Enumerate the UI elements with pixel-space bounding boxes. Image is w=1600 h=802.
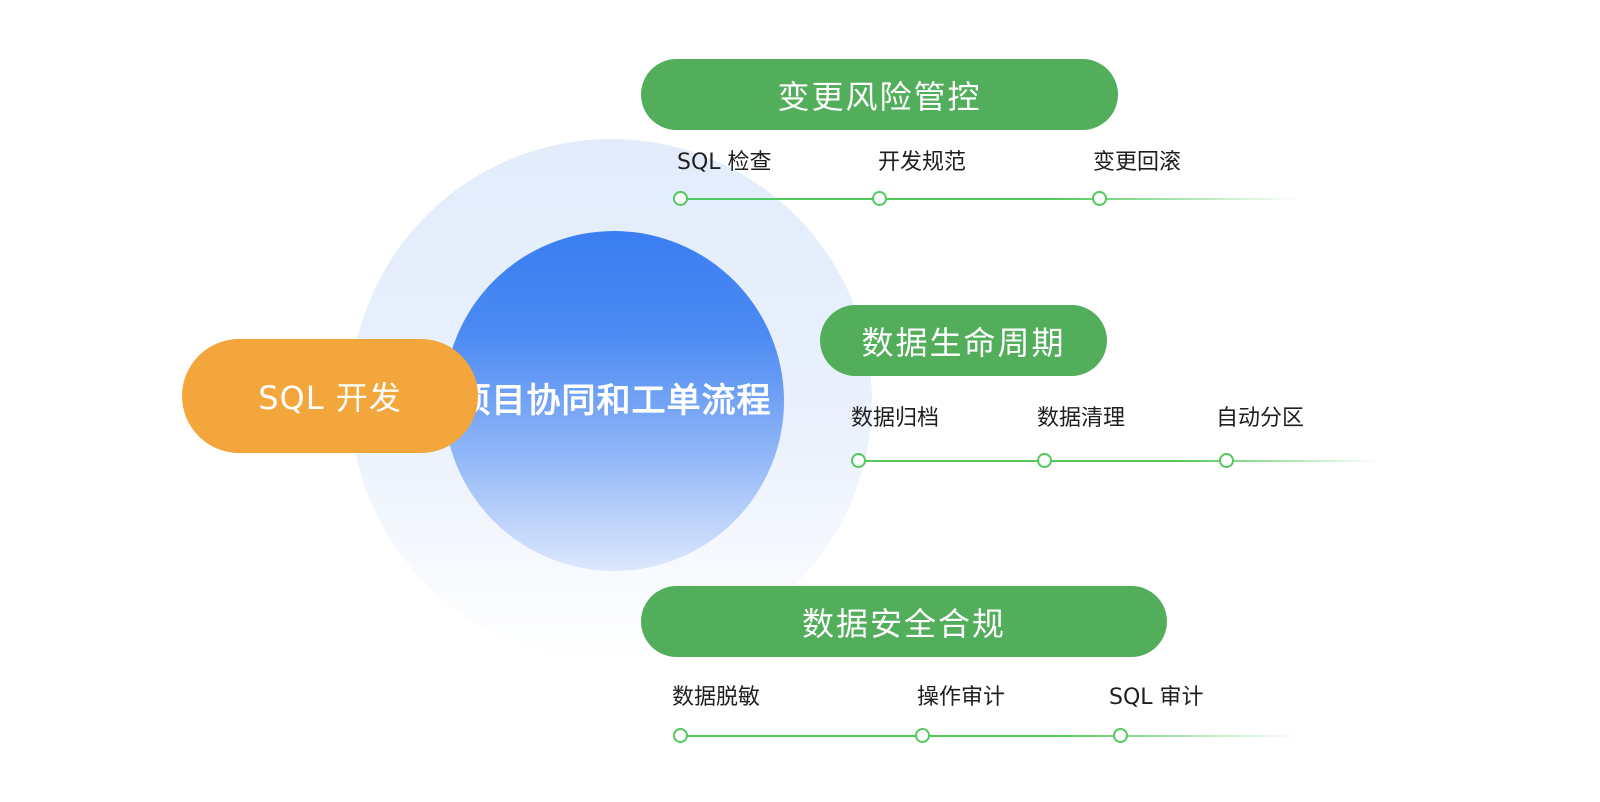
timeline-node bbox=[1092, 191, 1107, 206]
item-label-change-rollback: 变更回滚 bbox=[1093, 150, 1182, 175]
item-label-data-masking: 数据脱敏 bbox=[672, 685, 761, 710]
timeline-line-1 bbox=[681, 198, 1301, 200]
item-label-operation-audit: 操作审计 bbox=[917, 685, 1006, 710]
item-label-dev-standard: 开发规范 bbox=[878, 150, 967, 175]
item-label-sql-check: SQL 检查 bbox=[677, 150, 772, 175]
sql-dev-pill[interactable]: SQL 开发 bbox=[182, 339, 478, 453]
timeline-node bbox=[1219, 453, 1234, 468]
timeline-line-3 bbox=[681, 735, 1301, 737]
item-label-auto-partition: 自动分区 bbox=[1216, 406, 1305, 431]
center-circle bbox=[444, 231, 784, 571]
timeline-node bbox=[872, 191, 887, 206]
section-pill-data-lifecycle[interactable]: 数据生命周期 bbox=[820, 305, 1107, 376]
timeline-node bbox=[673, 728, 688, 743]
section-pill-data-security[interactable]: 数据安全合规 bbox=[641, 586, 1167, 657]
center-title: 项目协同和 工单流程 bbox=[444, 231, 784, 571]
timeline-node bbox=[1113, 728, 1128, 743]
item-label-data-archive: 数据归档 bbox=[851, 406, 940, 431]
timeline-line-2 bbox=[859, 460, 1379, 462]
item-label-data-cleanup: 数据清理 bbox=[1037, 406, 1126, 431]
timeline-node bbox=[673, 191, 688, 206]
center-title-line-2: 工单流程 bbox=[631, 381, 772, 421]
section-pill-change-risk[interactable]: 变更风险管控 bbox=[641, 59, 1118, 130]
timeline-node bbox=[1037, 453, 1052, 468]
timeline-node bbox=[915, 728, 930, 743]
timeline-node bbox=[851, 453, 866, 468]
item-label-sql-audit: SQL 审计 bbox=[1109, 685, 1204, 710]
center-title-line-1: 项目协同和 bbox=[456, 381, 632, 421]
